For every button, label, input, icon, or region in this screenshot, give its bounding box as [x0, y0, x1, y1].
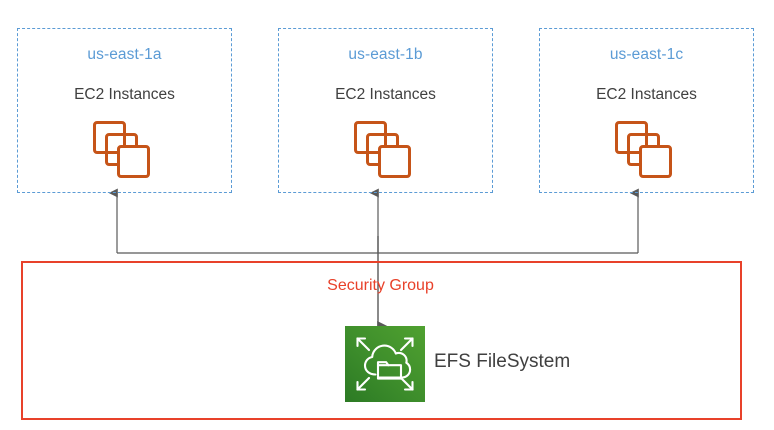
availability-zone-us-east-1a: us-east-1a EC2 Instances: [17, 28, 232, 193]
ec2-square-front: [639, 145, 672, 178]
security-group-label: Security Group: [327, 277, 434, 294]
availability-zone-us-east-1c: us-east-1c EC2 Instances: [539, 28, 754, 193]
availability-zone-us-east-1b: us-east-1b EC2 Instances: [278, 28, 493, 193]
ec2-instances-label-b: EC2 Instances: [335, 86, 436, 103]
security-group-box: [21, 261, 742, 420]
ec2-instances-label-c: EC2 Instances: [596, 86, 697, 103]
ec2-square-back: [615, 121, 648, 154]
ec2-square-back: [354, 121, 387, 154]
ec2-square-front: [117, 145, 150, 178]
ec2-instances-icon: [93, 121, 151, 179]
ec2-square-front: [378, 145, 411, 178]
az-label-us-east-1a: us-east-1a: [87, 46, 162, 63]
ec2-instances-icon: [354, 121, 412, 179]
ec2-instances-icon: [615, 121, 673, 179]
az-label-us-east-1c: us-east-1c: [609, 46, 684, 63]
az-label-us-east-1b: us-east-1b: [348, 46, 423, 63]
ec2-instances-label-a: EC2 Instances: [74, 86, 175, 103]
efs-filesystem-label: EFS FileSystem: [434, 351, 571, 372]
efs-filesystem-icon: [345, 326, 425, 402]
ec2-square-back: [93, 121, 126, 154]
